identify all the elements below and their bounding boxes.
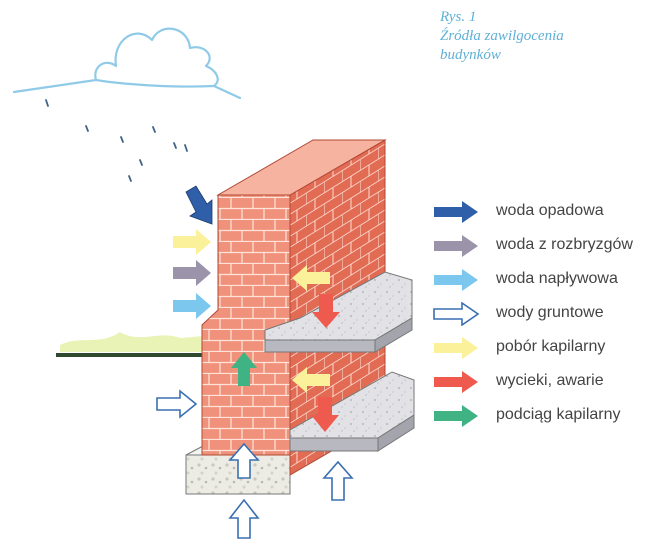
arrow-groundwater-under-wall: [228, 442, 260, 479]
legend-label: podciąg kapilarny: [496, 406, 621, 423]
arrow-light-blue-icon: [434, 269, 478, 291]
arrow-capillary-rise: [231, 352, 257, 386]
arrow-leak-lower: [311, 397, 339, 432]
arrow-capillary-intake-wall-1: [292, 265, 330, 291]
legend-label: woda z rozbryzgów: [496, 236, 633, 253]
arrow-groundwater-bottom: [228, 498, 260, 539]
legend-label: pobór kapilarny: [496, 338, 606, 355]
arrow-outline-blue-icon: [433, 302, 480, 326]
arrow-runoff-water: [173, 293, 211, 319]
arrow-capillary-intake-upper: [173, 229, 211, 255]
arrow-capillary-intake-wall-2: [292, 367, 330, 393]
legend-item: podciąg kapilarny: [432, 402, 657, 436]
arrow-red-icon: [434, 371, 478, 393]
arrow-gray-icon: [434, 235, 478, 257]
arrow-dark-blue-icon: [434, 201, 478, 223]
caption-title: Źródła zawilgocenia: [440, 28, 564, 44]
legend-item: pobór kapilarny: [432, 334, 657, 368]
caption-title-cont: budynków: [440, 47, 501, 63]
legend-label: woda opadowa: [496, 202, 604, 219]
arrow-groundwater-side: [156, 389, 198, 419]
legend-item: wycieki, awarie: [432, 368, 657, 402]
arrow-rain-water: [185, 185, 213, 225]
arrow-leak-upper: [312, 294, 340, 328]
figure-caption: Rys. 1 Źródła zawilgocenia budynków: [440, 8, 650, 65]
caption-figure-number: Rys. 1: [440, 9, 477, 25]
ground-surface: [56, 332, 204, 357]
legend-label: wycieki, awarie: [496, 372, 604, 389]
legend-item: woda z rozbryzgów: [432, 232, 657, 266]
legend-label: wody gruntowe: [496, 304, 604, 321]
legend-item: woda napływowa: [432, 266, 657, 300]
arrow-groundwater-slab: [322, 460, 354, 501]
cloud-icon: [12, 27, 242, 100]
legend-item: woda opadowa: [432, 198, 657, 232]
legend-item: wody gruntowe: [432, 300, 657, 334]
arrow-splash-water: [173, 260, 211, 286]
floor-slab-upper: [264, 271, 413, 353]
rain-drops: [45, 99, 188, 182]
arrow-yellow-icon: [434, 337, 478, 359]
legend-label: woda napływowa: [496, 270, 618, 287]
arrow-green-icon: [434, 405, 478, 427]
legend: woda opadowa woda z rozbryzgów woda napływ…: [432, 198, 657, 436]
